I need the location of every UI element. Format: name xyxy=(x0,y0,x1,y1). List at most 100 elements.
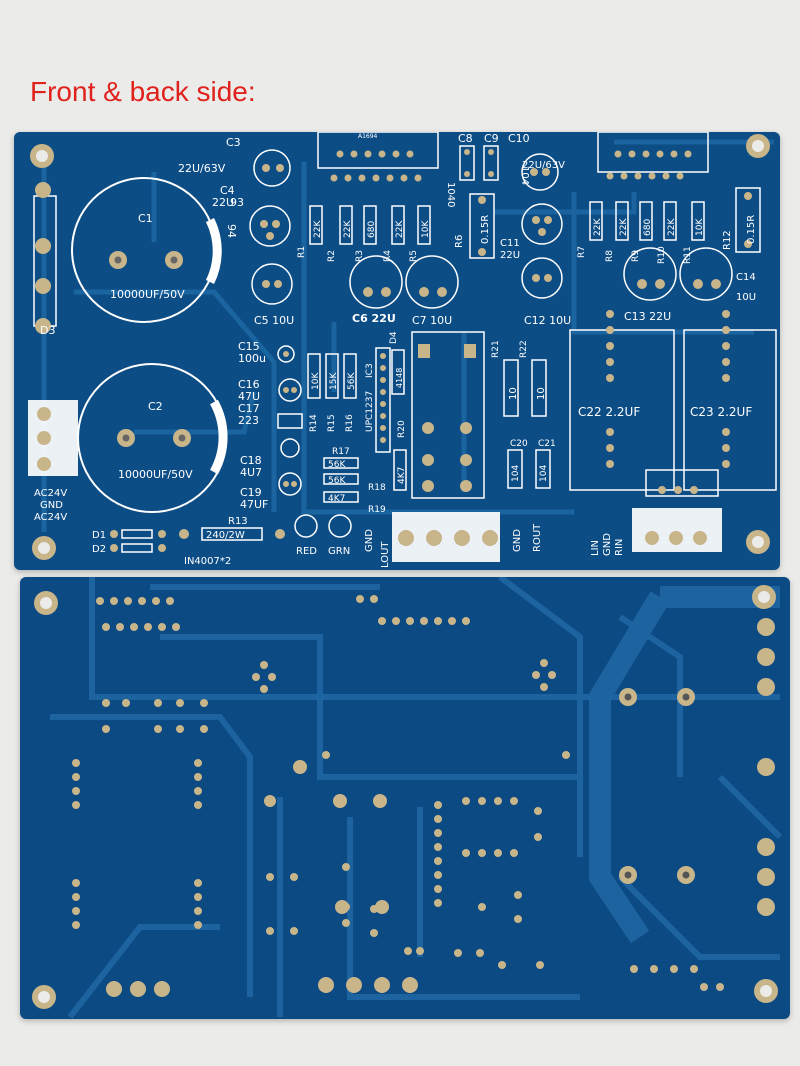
rout-label: ROUT xyxy=(532,523,543,552)
r20-value: 4K7 xyxy=(397,467,407,484)
led-footprints xyxy=(294,514,352,538)
c22-label: C22 2.2UF xyxy=(578,405,640,419)
c1-label: C1 xyxy=(138,212,153,225)
resistors-r1-r5 xyxy=(309,205,431,245)
cap-c6-c7 xyxy=(349,255,459,309)
r17-value: 56K xyxy=(328,460,346,470)
c9-label: C9 xyxy=(484,132,499,145)
c10-label: C10 xyxy=(508,132,530,145)
d3-label: D3 xyxy=(40,324,55,337)
output-terminal-block xyxy=(392,512,500,562)
front-mounting-holes xyxy=(30,134,770,560)
r16-label: R16 xyxy=(345,414,355,432)
r17-label: R17 xyxy=(332,447,350,457)
r22-value: 10 xyxy=(536,387,547,400)
c11-value: 22U xyxy=(500,250,520,261)
ic-header-right xyxy=(597,132,709,180)
c4-94: 94 xyxy=(225,224,238,238)
cap-c13-c14 xyxy=(623,247,733,301)
input-terminal-block xyxy=(632,469,722,552)
r18-value: 56K xyxy=(328,476,346,486)
pcb-front-side: C1 10000UF/50V C2 10000UF/50V D3 AC24V G… xyxy=(14,132,780,570)
resistors-r14-r16 xyxy=(307,347,391,453)
small-caps-c15-c19 xyxy=(277,345,303,496)
ic3-value: UPC1237 xyxy=(365,391,375,432)
r12-label: R12 xyxy=(722,230,733,250)
ac-label-2: AC24V xyxy=(34,512,67,523)
r21-value: 10 xyxy=(508,387,519,400)
d2-label: D2 xyxy=(92,544,106,555)
c12-label: C12 10U xyxy=(524,314,571,327)
back-mounting-holes xyxy=(32,585,778,1009)
rin-label: RIN xyxy=(614,539,625,556)
r1-value: 22K xyxy=(313,220,323,238)
r5-value: 10K xyxy=(421,220,431,238)
c4-label: C4 xyxy=(220,184,235,197)
d4-label: D4 xyxy=(389,331,399,344)
resistors-r17-r19 xyxy=(323,457,359,503)
c19-label: C19 xyxy=(240,486,262,499)
gnd-label-1: GND xyxy=(40,500,63,511)
r4-value: 22K xyxy=(395,220,405,238)
r20-d4-outlines xyxy=(391,349,407,491)
c19-value: 47UF xyxy=(240,498,268,511)
c6-label: C6 22U xyxy=(352,312,396,325)
r13-value: 240/2W xyxy=(206,530,245,541)
diode-outlines xyxy=(110,527,285,553)
r12-outline xyxy=(735,187,761,253)
c18-label: C18 xyxy=(240,454,262,467)
c5-label: C5 10U xyxy=(254,314,294,327)
r20-label: R20 xyxy=(397,420,407,438)
r6-label: R6 xyxy=(454,235,465,248)
r15-label: R15 xyxy=(327,414,337,432)
d3-outline xyxy=(33,182,57,334)
back-traces xyxy=(50,577,783,1019)
c21-value: 104 xyxy=(539,465,549,482)
small-cap-outlines-top-left xyxy=(249,149,293,305)
r7-value: 22K xyxy=(593,218,603,236)
d4-value: 4148 xyxy=(395,368,404,388)
r22-label: R22 xyxy=(519,340,529,358)
r5-label: R5 xyxy=(409,250,419,262)
pcb-back-side xyxy=(20,577,790,1019)
r8-value: 22K xyxy=(619,218,629,236)
output-relay-block xyxy=(411,331,485,499)
r4-label: R4 xyxy=(383,250,393,262)
r13-label: R13 xyxy=(228,516,248,527)
capacitor-c2-outline xyxy=(77,363,228,513)
cap-c20-c21 xyxy=(507,449,551,489)
gnd-label-4: GND xyxy=(602,533,613,556)
c1040-label: 1040 xyxy=(445,182,456,207)
r21-label: R21 xyxy=(491,340,501,358)
film-cap-pads xyxy=(606,310,730,468)
resistors-r7-r11 xyxy=(589,201,705,241)
gnd-label-3: GND xyxy=(512,529,523,552)
c104-label: 104 xyxy=(519,166,530,185)
c3-value: 22U/63V xyxy=(178,162,226,175)
c4-93: 93 xyxy=(230,196,244,209)
c17-value: 223 xyxy=(238,414,259,427)
c14-label: C14 xyxy=(736,272,756,283)
r7-label: R7 xyxy=(577,246,587,258)
c20-label: C20 xyxy=(510,439,528,449)
r10-value: 22K xyxy=(667,218,677,236)
r19-label: R19 xyxy=(368,505,386,515)
red-led-label: RED xyxy=(296,546,317,557)
r15-value: 15K xyxy=(329,372,339,390)
ic-left-label: A1694 xyxy=(358,133,378,140)
c4-value: 22U xyxy=(212,196,234,209)
c11-label: C11 xyxy=(500,238,520,249)
lout-label: LOUT xyxy=(380,541,391,568)
cap-c10-c11-c12 xyxy=(521,153,563,299)
r16-value: 56K xyxy=(347,372,357,390)
r8-label: R8 xyxy=(605,250,615,262)
c15-value: 100u xyxy=(238,352,266,365)
r9-value: 680 xyxy=(643,219,653,236)
r14-label: R14 xyxy=(309,414,319,432)
r19-value: 4K7 xyxy=(328,494,345,504)
c16-value: 47U xyxy=(238,390,260,403)
ic3-label: IC3 xyxy=(365,363,375,378)
ac-label-1: AC24V xyxy=(34,488,67,499)
c17-label: C17 xyxy=(238,402,260,415)
c3-label: C3 xyxy=(226,136,241,149)
